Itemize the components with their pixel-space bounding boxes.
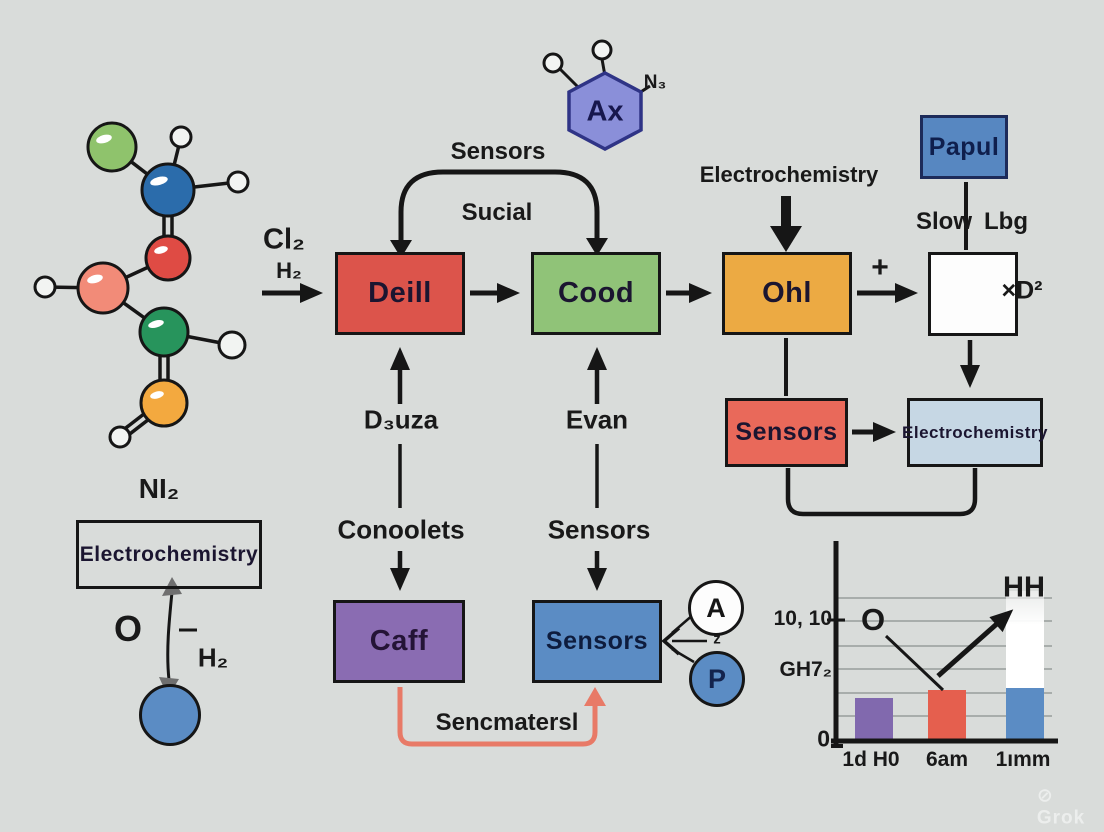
chart-xtick-2: 6am [925,748,969,771]
molecule-atom-highlights [87,134,168,399]
slow-label: Slow [915,208,973,235]
molecule-bonds [44,136,239,442]
h2-input-label: H₂ [276,258,302,283]
molecule-formula-label: NI₂ [138,473,180,504]
molecule-atoms [33,121,250,449]
grok-watermark: ⊘ Grok [1037,785,1085,830]
chart-ytick-gh7: GH7₂ [779,658,832,681]
ion-circle [139,684,201,746]
papul-box: Papul [920,115,1008,179]
chart-hh-label: HH [1003,571,1045,604]
output-p-label: P [707,663,726,694]
chart-xtick-1: 1d H0 [842,748,900,771]
sucial-label: Sucial [461,199,533,226]
deill-box: Deill [335,252,465,335]
column-arrows [390,347,607,591]
ohl-label: Ohl [762,277,812,309]
chart-ytick-0: 0 [817,725,830,752]
chart-bar-6am [928,690,966,739]
h2-left-label: H₂ [197,642,229,673]
conoolets-label: Conoolets [337,514,465,545]
xd2-label: ×D² [1001,276,1043,305]
chart-bar-1d H0 [855,697,893,739]
chart-gridline [838,597,1052,599]
chart-o-label: O [860,602,886,637]
electrochemistry-arrow [770,196,802,252]
deill-label: Deill [368,277,432,309]
z-label: z [713,630,721,648]
output-p-circle: P [689,651,745,707]
electrochemistry-outline-box: Electrochemistry [76,520,262,589]
chart-ytick-10: 10, 10 [773,607,832,630]
chart-xtick-3: 1ımm [995,748,1051,771]
sensors-salmon-label: Sensors [735,418,838,446]
sensors-blue-box: Sensors [532,600,662,683]
output-a-label: A [706,592,726,623]
cl2-label: Cl₂ [263,223,305,256]
output-a-circle: A [688,580,744,636]
redox-double-arrow [159,577,197,697]
arc-sensors-label: Sensors [450,138,546,165]
bar-chart [838,543,1052,741]
electrochemistry-light-box: Electrochemistry [902,398,1047,467]
caff-label: Caff [369,625,429,657]
electrochemistry-light-label: Electrochemistry [902,422,1048,442]
caff-box: Caff [333,600,465,683]
electrochemistry-top-label: Electrochemistry [699,162,879,187]
sensors-salmon-box: Sensors [725,398,848,467]
grok-watermark-text: Grok [1036,807,1086,829]
chart-bar-1ımm [1006,688,1044,739]
feedback-loop-right [785,468,978,517]
grok-logo-icon: ⊘ [1036,785,1054,807]
electrochemistry-outline-label: Electrochemistry [79,542,259,566]
sencmatersl-label: Sencmatersl [435,709,579,736]
hexagon-label: Ax [586,95,624,128]
ohl-box: Ohl [722,252,852,335]
chart-highlight-bar [1006,591,1044,689]
operator-box [928,252,1018,336]
n3-label: N₃ [643,72,667,93]
evan-label: Evan [565,404,629,435]
sensors-blue-label: Sensors [545,627,649,655]
d3uza-label: D₃uza [363,404,439,435]
cood-label: Cood [557,277,635,309]
plus-label: + [871,251,889,284]
oxygen-label: O [113,608,143,649]
lbg-label: Lbg [984,208,1028,235]
papul-label: Papul [928,132,1000,161]
cood-box: Cood [531,252,661,335]
sensors-mid-label: Sensors [547,514,651,545]
